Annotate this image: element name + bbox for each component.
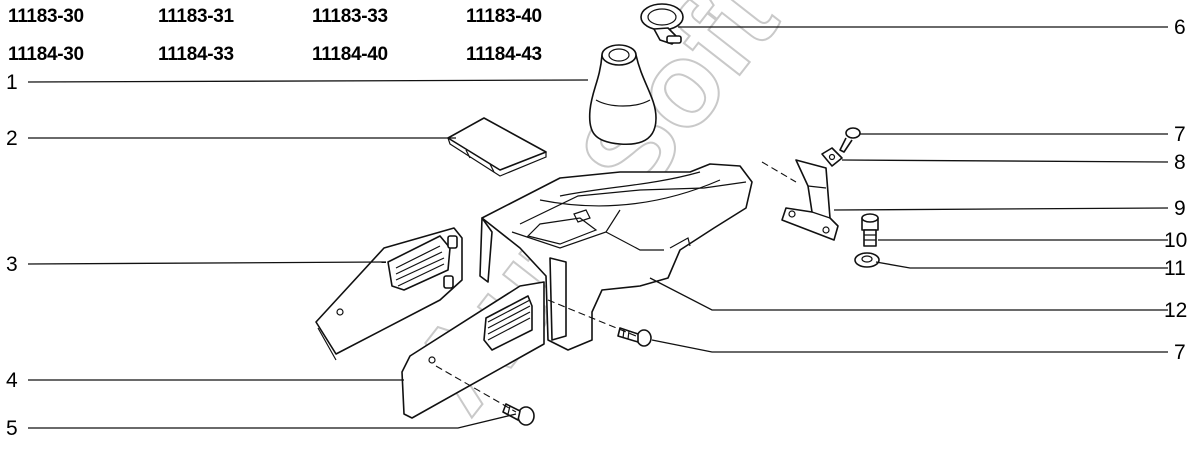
assembly-line [547, 299, 637, 337]
model-code: 11184-33 [158, 44, 234, 65]
part-left-side-panel [315, 227, 463, 361]
part-bolt [861, 213, 879, 247]
callout-number: 7 [1174, 341, 1186, 364]
model-code: 11183-33 [312, 6, 388, 27]
model-codes: 11183-30 11183-31 11183-33 11183-40 1118… [8, 6, 542, 65]
callout-number: 3 [6, 253, 18, 276]
part-screw-small [839, 127, 861, 153]
model-code: 11183-40 [466, 6, 542, 27]
callout-number: 8 [1174, 151, 1186, 174]
callout-number: 2 [6, 127, 18, 150]
assembly-line [435, 365, 517, 413]
callouts-right: 6 7 8 9 10 11 12 7 [1164, 16, 1187, 364]
callout-number: 6 [1174, 16, 1186, 39]
callout-number: 1 [6, 71, 18, 94]
assembly-line [761, 161, 797, 183]
callout-number: 7 [1174, 123, 1186, 146]
part-clip [821, 147, 843, 167]
part-right-side-panel [401, 281, 545, 419]
model-code: 11183-30 [8, 6, 84, 27]
callout-number: 5 [6, 417, 18, 440]
part-clamp [640, 3, 684, 45]
callout-number: 9 [1174, 197, 1186, 220]
part-console-housing [479, 163, 753, 351]
callout-number: 10 [1164, 229, 1187, 252]
model-code: 11184-40 [312, 44, 388, 65]
model-code: 11183-31 [158, 6, 235, 27]
callout-number: 11 [1164, 257, 1186, 280]
leader-lines [27, 26, 1169, 429]
callout-number: 12 [1164, 299, 1187, 322]
model-code: 11184-30 [8, 44, 84, 65]
callouts-left: 1 2 3 4 5 [6, 71, 18, 440]
part-screw-bottom [502, 403, 535, 426]
part-screw-lower [617, 327, 652, 347]
part-bracket [781, 159, 839, 241]
part-small-cover [447, 117, 547, 177]
callout-number: 4 [6, 369, 18, 392]
part-gear-lever-boot [588, 44, 657, 145]
model-code: 11184-43 [466, 44, 542, 65]
part-washer [854, 252, 880, 268]
